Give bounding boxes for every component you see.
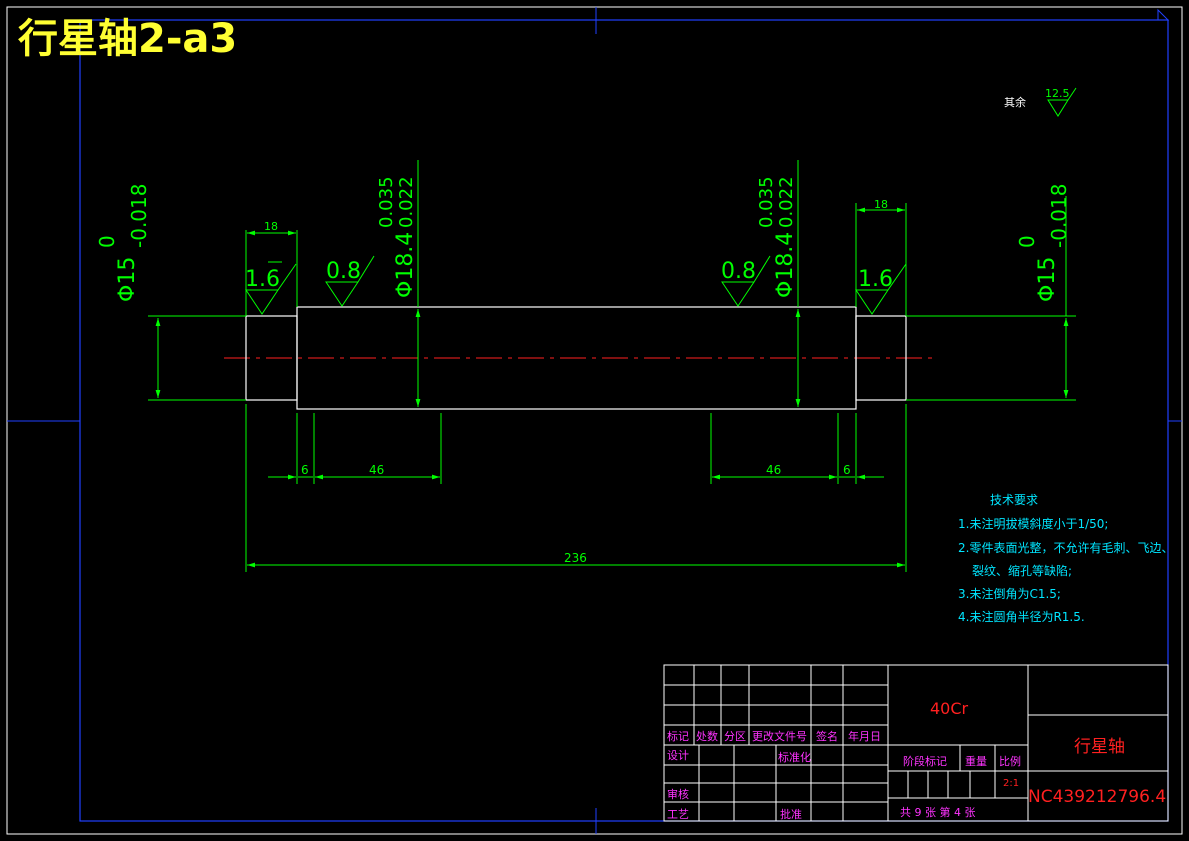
dim-right-offset: 46 <box>766 463 781 477</box>
tb-label-scale: 比例 <box>999 755 1021 768</box>
outer-border <box>6 6 1183 835</box>
dim-left-gap: 6 <box>301 463 309 477</box>
dim-right-gap: 6 <box>843 463 851 477</box>
dim-right-journal-base: Φ18.4 <box>773 232 798 298</box>
roughness-symbol-general <box>1047 87 1077 117</box>
dim-left-shoulder-base: Φ15 <box>115 257 140 302</box>
dim-right-shoulder-upper: 0 <box>1015 235 1039 248</box>
dim-left-offset: 46 <box>369 463 384 477</box>
tb-label-stage-mark: 阶段标记 <box>903 755 947 768</box>
dim-left-shoulder-lower: -0.018 <box>127 184 151 248</box>
tb-label-review: 审核 <box>667 788 689 801</box>
roughness-symbol-right-end <box>855 263 907 315</box>
drawing-title: 行星轴2-a3 <box>18 16 238 62</box>
tb-sheet-info: 共 9 张 第 4 张 <box>900 806 976 819</box>
shaft-outline <box>245 306 907 410</box>
roughness-right-body: 0.8 <box>721 259 756 284</box>
tb-label-zone: 分区 <box>724 730 746 743</box>
tech-item: 3.未注倒角为C1.5; <box>958 587 1061 601</box>
dim-right-journal-upper: 0.035 <box>756 176 777 228</box>
tech-item: 1.未注明拔模斜度小于1/50; <box>958 517 1109 531</box>
tb-label-count: 处数 <box>696 730 718 743</box>
tb-label-change-doc: 更改文件号 <box>752 730 807 743</box>
centering-marks <box>7 7 1182 834</box>
roughness-note-label: 其余 <box>1004 96 1026 109</box>
dimension-texts: 18 18 6 46 46 6 236 1.6 0.8 0.8 1.6 Φ15 … <box>95 176 1071 565</box>
tech-item: 2.零件表面光整，不允许有毛刺、飞边、 <box>958 541 1174 555</box>
tech-item: 裂纹、缩孔等缺陷; <box>972 564 1073 578</box>
dim-right-step: 18 <box>874 198 888 211</box>
dim-left-journal-upper: 0.035 <box>376 176 397 228</box>
dim-left-journal-lower: 0.022 <box>396 176 417 228</box>
tb-scale-value: 2:1 <box>1003 778 1020 789</box>
tech-item: 4.未注圆角半径为R1.5. <box>958 610 1085 624</box>
roughness-symbol-left-body <box>325 255 375 307</box>
dim-right-shoulder-base: Φ15 <box>1035 257 1060 302</box>
dimension-lines <box>155 207 1069 568</box>
dim-overall-length: 236 <box>564 551 587 565</box>
tb-label-process: 工艺 <box>667 808 689 821</box>
dim-left-shoulder-upper: 0 <box>95 235 119 248</box>
roughness-symbol-left-end <box>245 263 297 315</box>
dim-right-journal-lower: 0.022 <box>776 176 797 228</box>
tb-label-standardize: 标准化 <box>778 751 811 764</box>
tb-label-weight: 重量 <box>965 755 987 768</box>
tb-label-mark: 标记 <box>667 730 689 743</box>
tb-part-name: 行星轴 <box>1074 737 1125 757</box>
tb-drawing-number: NC439212796.4 <box>1028 787 1167 807</box>
roughness-right-end: 1.6 <box>858 267 893 292</box>
roughness-left-body: 0.8 <box>326 259 361 284</box>
tb-material: 40Cr <box>930 699 969 718</box>
tech-heading: 技术要求 <box>990 493 1039 507</box>
tb-label-design: 设计 <box>667 749 689 762</box>
dim-left-journal-base: Φ18.4 <box>393 232 418 298</box>
roughness-symbol-right-body <box>721 255 771 307</box>
dim-left-step: 18 <box>264 220 278 233</box>
tb-label-approve: 批准 <box>780 808 802 821</box>
roughness-note-value: 12.5 <box>1045 87 1070 100</box>
tb-label-date: 年月日 <box>848 730 881 743</box>
extension-lines <box>148 160 1076 572</box>
tb-label-signature: 签名 <box>816 730 838 743</box>
dim-right-shoulder-lower: -0.018 <box>1047 184 1071 248</box>
inner-border <box>79 19 1169 822</box>
title-block <box>663 664 1169 822</box>
roughness-left-end: 1.6 <box>245 267 280 292</box>
roughness-symbols <box>245 87 1077 315</box>
